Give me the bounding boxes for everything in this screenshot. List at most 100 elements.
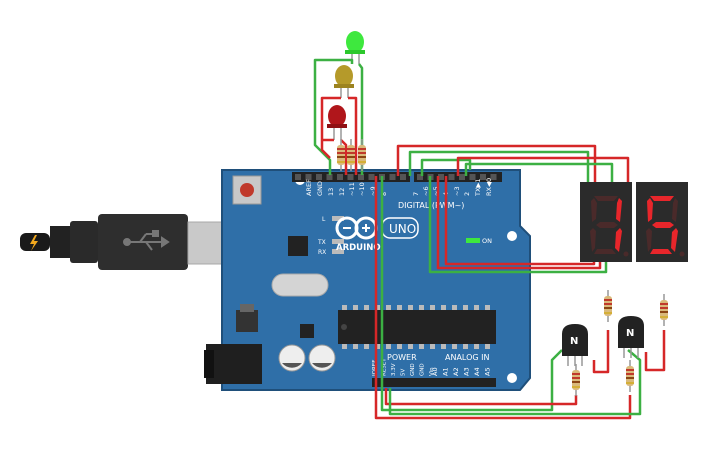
- reset-button[interactable]: [232, 175, 262, 205]
- wire-gnd-right[interactable]: [388, 349, 642, 416]
- digital-pin-hole[interactable]: [347, 174, 354, 180]
- led-red[interactable]: [327, 105, 347, 140]
- digital-pin-hole[interactable]: [448, 174, 455, 180]
- power-pin-label: 3.3V: [391, 363, 397, 376]
- power-pin-label: GND: [410, 363, 416, 376]
- power-header: [372, 378, 440, 387]
- usb-chip: [288, 236, 308, 256]
- wire-transistor-left-base[interactable]: [380, 176, 563, 412]
- digital-pin-hole[interactable]: [459, 174, 465, 180]
- analog-pin-label: A4: [473, 367, 481, 376]
- wire-led-yellow-gnd[interactable]: [320, 96, 341, 159]
- transistor-right[interactable]: N: [618, 316, 644, 358]
- digital-pin-hole[interactable]: [326, 174, 333, 180]
- wire-led-red-pin[interactable]: [340, 139, 348, 175]
- segment-d: [650, 249, 672, 254]
- power-pin-label: Vin: [429, 367, 435, 376]
- lightning-icon: [30, 235, 38, 251]
- digital-pin-hole[interactable]: [316, 174, 322, 180]
- digital-pin-label: ~11: [348, 182, 356, 196]
- wire-led-green-gnd[interactable]: [313, 58, 354, 175]
- resistor-display-right[interactable]: [660, 294, 668, 326]
- usb-icon: [123, 230, 170, 251]
- resistors: [337, 139, 668, 396]
- digital-pin-hole[interactable]: [368, 174, 375, 180]
- voltage-regulator: [236, 310, 258, 332]
- wire-5v-left[interactable]: [384, 388, 578, 406]
- led-yellow[interactable]: [334, 65, 354, 98]
- wire-segment-e[interactable]: [464, 162, 614, 184]
- analog-pin-label: A2: [452, 367, 460, 376]
- wire-segment-f[interactable]: [428, 176, 608, 274]
- digital-pin-hole[interactable]: [480, 174, 486, 180]
- wire-segment-d[interactable]: [456, 156, 630, 184]
- wire-led-yellow-pin[interactable]: [348, 96, 358, 175]
- digital-pin-hole[interactable]: [295, 174, 301, 180]
- segment-c: [615, 228, 622, 252]
- digital-pin-label: ~10: [358, 182, 366, 196]
- segment-a: [650, 196, 674, 201]
- digital-pin-label: ~5: [432, 186, 440, 196]
- wire-transistor-left-collector[interactable]: [592, 330, 610, 374]
- segment-b: [616, 198, 622, 222]
- resistor-display-left[interactable]: [604, 290, 612, 322]
- segment-e: [590, 228, 596, 252]
- wire-transistor-right-5v[interactable]: [374, 176, 632, 420]
- digital-pin-hole[interactable]: [438, 174, 444, 180]
- digital-pin-label: 13: [327, 188, 335, 196]
- wire-transistor-right-collector[interactable]: [644, 330, 666, 372]
- power-pin-label: RESET: [382, 358, 388, 376]
- on-label: ON: [482, 237, 492, 245]
- digital-pin-hole[interactable]: [469, 174, 476, 180]
- segment-f: [591, 198, 597, 222]
- onboard-leds: L TX RX: [317, 216, 344, 256]
- digital-pin-label: ~6: [422, 186, 430, 196]
- digital-pin-hole[interactable]: [337, 174, 343, 180]
- power-label: POWER: [387, 353, 417, 362]
- resistor-transistor-left[interactable]: [572, 364, 580, 396]
- segment-a: [594, 196, 618, 201]
- digital-pin-hole[interactable]: [400, 174, 406, 180]
- digital-pin-hole[interactable]: [490, 174, 497, 180]
- segment-dp: [623, 251, 629, 257]
- digital-pin-hole[interactable]: [417, 174, 423, 180]
- led-l-label: L: [322, 216, 326, 223]
- resistor-transistor-right[interactable]: [626, 360, 634, 392]
- resistor-led-red[interactable]: [337, 139, 345, 171]
- power-pin-label: GND: [420, 363, 426, 376]
- digital-pin-hole[interactable]: [305, 174, 312, 180]
- resistor-led-green[interactable]: [358, 139, 366, 171]
- analog-pin-label: A1: [442, 367, 450, 376]
- capacitor-right: [308, 344, 336, 372]
- segment-b: [672, 198, 678, 222]
- seven-segment-display-left[interactable]: [580, 182, 632, 262]
- led-rx-label: RX: [318, 249, 326, 256]
- transistor-left-label: N: [570, 336, 578, 347]
- segment-c: [671, 228, 678, 252]
- digital-pin-label: RX◀0: [485, 178, 493, 196]
- segment-g: [652, 222, 674, 228]
- segment-g: [596, 222, 618, 228]
- atmega-chip: [338, 310, 496, 344]
- digital-pin-label: 12: [338, 188, 346, 196]
- gnd-label: GND: [316, 181, 324, 196]
- brand-label: ARDUINO: [336, 243, 381, 253]
- analog-pin-label: A0: [431, 367, 439, 376]
- wire-segment-b[interactable]: [408, 150, 590, 184]
- digital-pin-label: TX▶1: [474, 178, 482, 197]
- resistor-led-yellow[interactable]: [347, 139, 355, 171]
- analog-pin-label: A3: [463, 367, 471, 376]
- seven-segment-display-right[interactable]: [636, 182, 688, 262]
- crystal: [271, 273, 329, 297]
- digital-pin-label: 8: [380, 192, 388, 196]
- transistor-left[interactable]: N: [562, 324, 588, 366]
- digital-pin-hole[interactable]: [358, 174, 364, 180]
- segment-e: [646, 228, 652, 252]
- wire-segment-dp[interactable]: [444, 176, 596, 266]
- digital-pin-hole[interactable]: [389, 174, 396, 180]
- analog-label: ANALOG IN: [445, 353, 490, 362]
- digit-right-segments: [646, 196, 685, 257]
- wire-segment-g[interactable]: [436, 176, 602, 270]
